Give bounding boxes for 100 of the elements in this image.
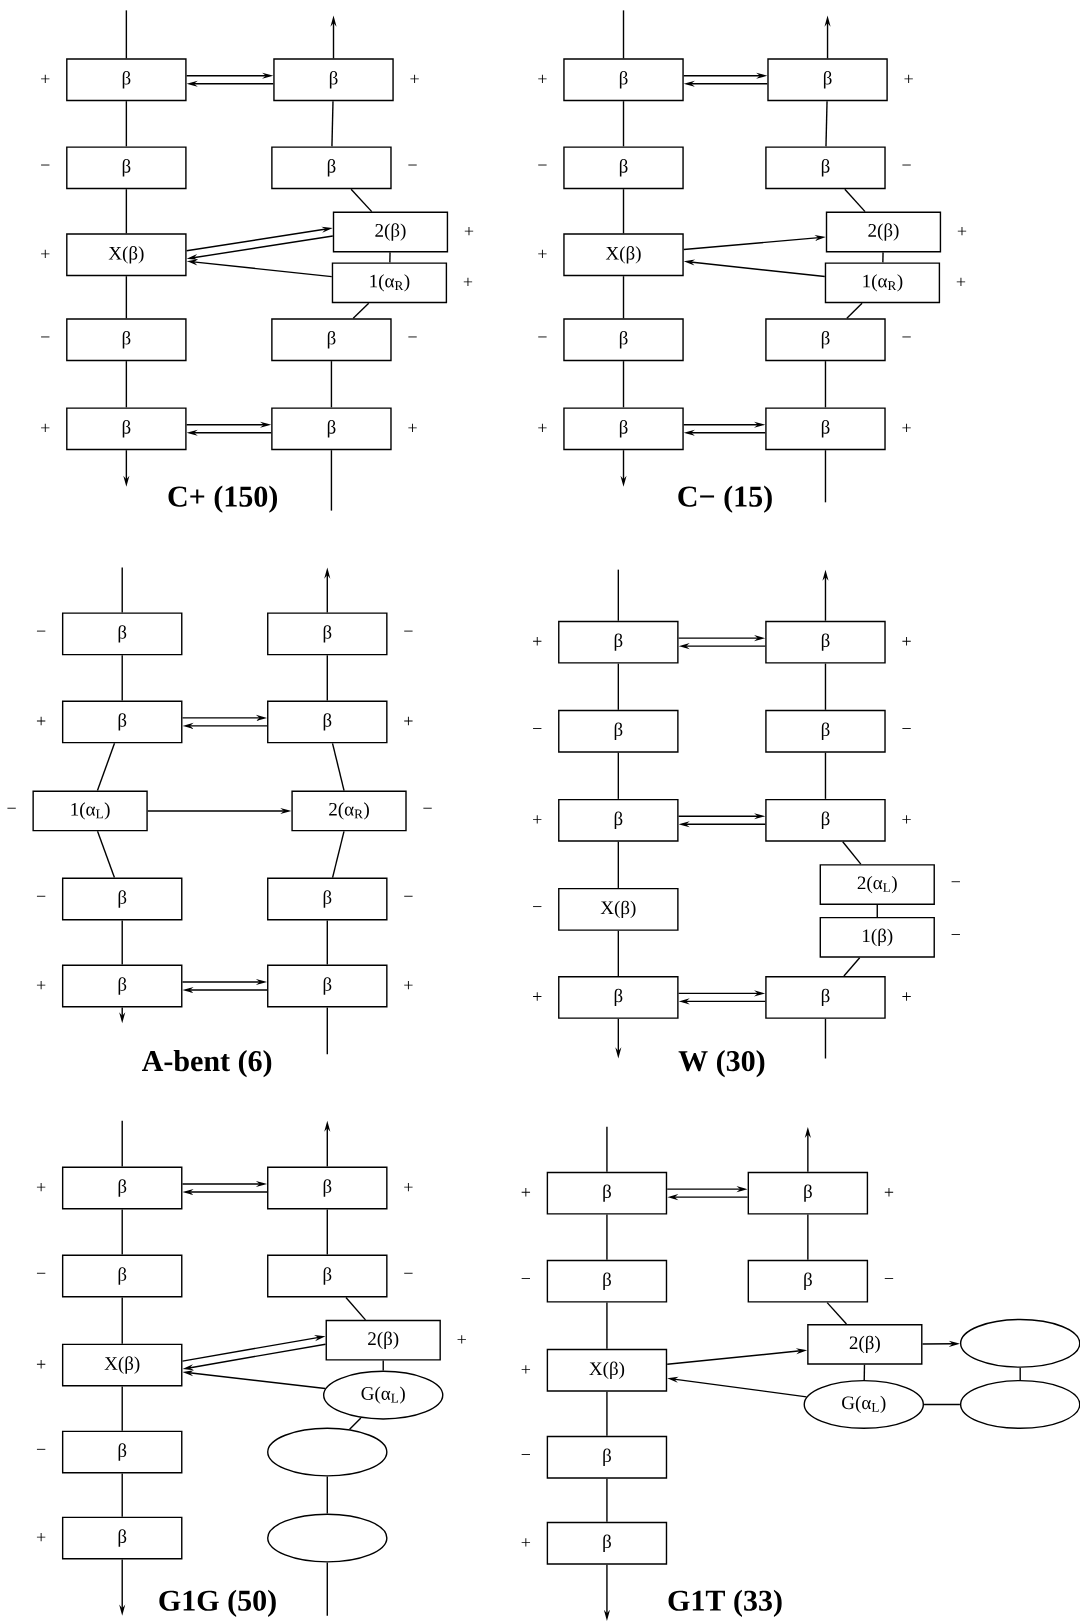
sign-label: + xyxy=(408,423,417,433)
connector-line xyxy=(125,188,127,235)
sign-label: − xyxy=(36,1448,46,1450)
strand-box: β xyxy=(271,407,392,451)
connector-line xyxy=(330,449,332,512)
sign-label: + xyxy=(36,980,46,990)
sign-label: − xyxy=(408,164,417,166)
strand-box: β xyxy=(266,1166,388,1210)
sign-label: + xyxy=(884,1188,894,1197)
connector-line xyxy=(348,1417,362,1430)
sign-label: − xyxy=(902,728,911,729)
connector-line xyxy=(121,654,123,702)
strand-box: X(β) xyxy=(557,887,679,931)
strand-box: β xyxy=(563,146,684,190)
sign-label: + xyxy=(538,423,547,433)
connector-line xyxy=(326,1561,328,1617)
strand-box: β xyxy=(61,1166,183,1210)
connector-line xyxy=(606,1478,608,1523)
connector-line xyxy=(326,1208,328,1256)
strand-box: β xyxy=(266,612,388,656)
connector-line xyxy=(330,360,332,409)
sign-label: − xyxy=(36,895,46,897)
connector-line xyxy=(326,1006,328,1056)
connector-line xyxy=(326,919,328,966)
sign-label: + xyxy=(463,277,472,287)
connector-line xyxy=(841,841,862,865)
strand-box: β xyxy=(767,58,888,102)
connector-line xyxy=(326,654,328,702)
sign-label: + xyxy=(538,249,547,259)
sign-label: + xyxy=(902,992,911,1001)
connector-line xyxy=(824,360,827,409)
sign-label: − xyxy=(40,336,50,338)
strand-box: 1(β) xyxy=(819,916,935,958)
strand-box: 1(α$_{L}$) xyxy=(32,790,148,832)
strand-box: β xyxy=(557,620,679,664)
strand-box: X(β) xyxy=(546,1348,668,1392)
sign-label: + xyxy=(457,1335,466,1344)
strand-box: β xyxy=(266,877,388,921)
sign-label: + xyxy=(957,226,967,236)
connector-line xyxy=(824,662,827,711)
sign-label: − xyxy=(521,1454,530,1455)
strand-box: X(β) xyxy=(61,1343,183,1387)
sign-label: + xyxy=(404,980,413,990)
panel-title: G1T (33) xyxy=(668,1589,782,1617)
strand-box: β xyxy=(747,1259,868,1303)
connector-line xyxy=(125,275,127,319)
connector-line xyxy=(121,1385,123,1432)
strand-box: 2(β) xyxy=(325,1319,441,1361)
strand-box: β xyxy=(66,407,187,451)
sign-label: + xyxy=(36,716,46,726)
strand-box: β xyxy=(747,1171,868,1215)
strand-box: β xyxy=(557,798,679,842)
sign-label: + xyxy=(956,277,965,287)
sign-label: − xyxy=(538,336,547,338)
panel-title: C− (15) xyxy=(678,485,772,513)
sign-label: − xyxy=(7,807,16,809)
strand-box: β xyxy=(765,709,886,753)
connector-line xyxy=(826,1301,848,1325)
sign-label: + xyxy=(532,815,542,824)
strand-box: 2(α$_{L}$) xyxy=(819,864,935,905)
sign-label: − xyxy=(532,906,542,908)
connector-line xyxy=(863,1364,866,1381)
strand-box: β xyxy=(765,407,886,451)
sign-label: + xyxy=(40,249,50,259)
panel-title: W (30) xyxy=(678,1050,765,1078)
connector-line xyxy=(125,9,127,60)
sign-label: − xyxy=(36,1272,46,1274)
connector-line xyxy=(843,957,861,977)
strand-box: β xyxy=(765,798,886,842)
sign-label: + xyxy=(904,74,913,84)
panel-title: C+ (150) xyxy=(168,485,277,513)
connector-line xyxy=(121,1119,123,1168)
connector-line xyxy=(96,742,116,792)
connector-line xyxy=(345,1296,367,1321)
connector-line xyxy=(121,1472,123,1518)
connector-line xyxy=(96,830,115,879)
sign-label: + xyxy=(902,637,911,646)
strand-box: 2(α$_{R}$) xyxy=(291,790,407,832)
sign-label: − xyxy=(404,1272,413,1274)
sign-label: + xyxy=(40,74,50,84)
sign-label: + xyxy=(36,1532,46,1542)
connector-line xyxy=(622,360,625,409)
sign-label: − xyxy=(404,895,413,897)
connector-line xyxy=(331,830,345,879)
strand-box: β xyxy=(546,1521,668,1565)
strand-box: β xyxy=(271,318,392,362)
strand-box: β xyxy=(66,58,187,102)
sign-label: + xyxy=(521,1188,530,1197)
sign-label: + xyxy=(538,74,547,84)
connector-line xyxy=(923,1403,961,1406)
sign-label: + xyxy=(404,1182,413,1192)
connector-line xyxy=(617,568,619,622)
connector-line xyxy=(622,9,625,60)
sign-label: − xyxy=(951,934,960,935)
strand-box: β xyxy=(61,877,183,921)
connector-line xyxy=(622,275,625,319)
strand-box: β xyxy=(546,1171,668,1215)
sign-label: + xyxy=(404,716,413,726)
connector-line xyxy=(326,1475,328,1515)
connector-line xyxy=(617,662,619,711)
